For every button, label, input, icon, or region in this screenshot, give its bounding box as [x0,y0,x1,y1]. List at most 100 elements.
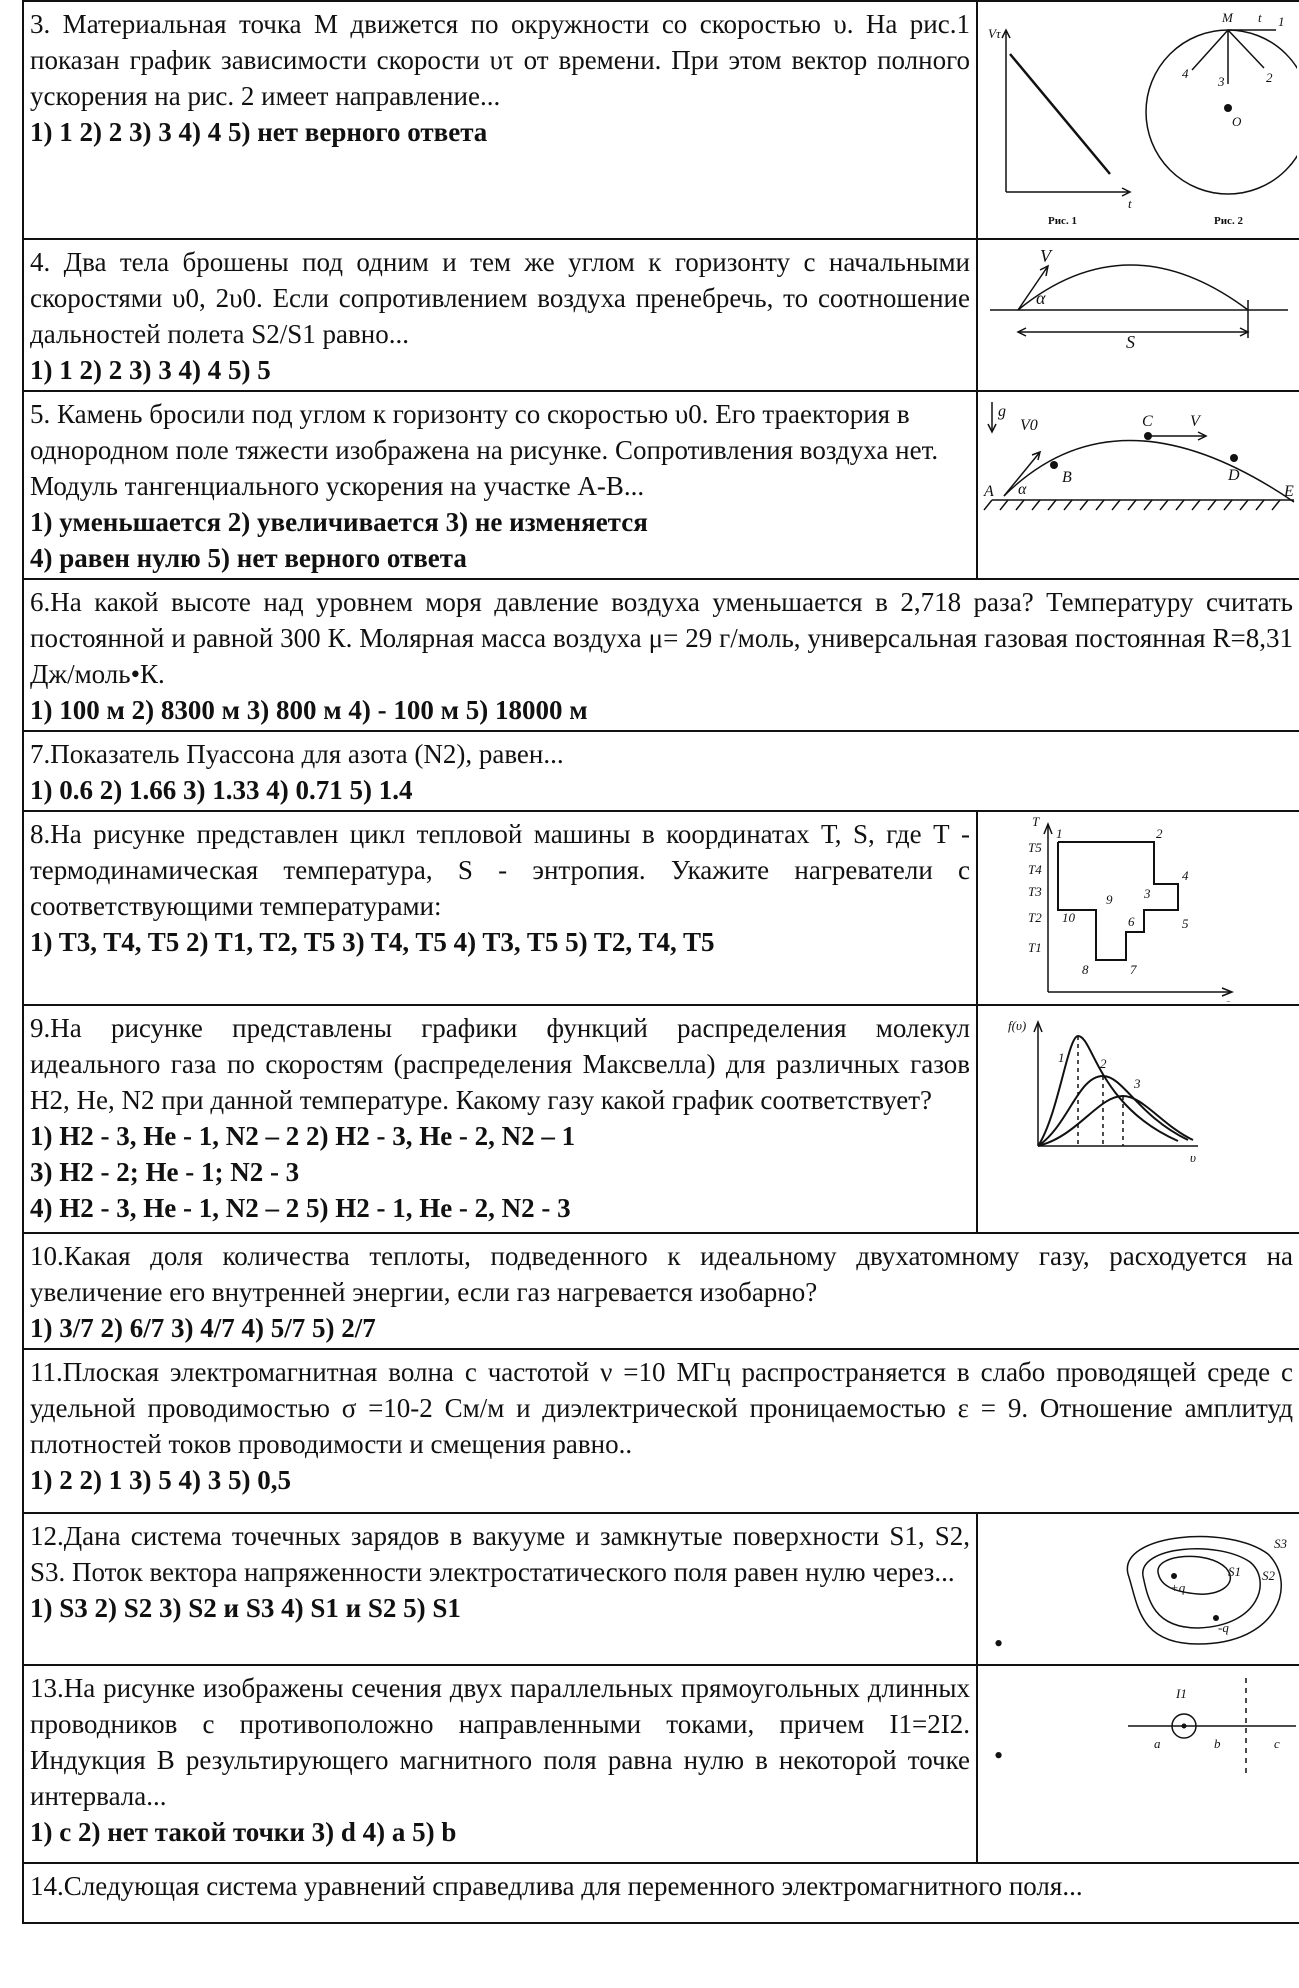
fig5-point-d: D [1227,467,1240,484]
fig8-tick-t4: T4 [1028,862,1042,877]
question-14-row: 14.Следующая система уравнений справедли… [22,1862,1299,1924]
question-4-answers: 1) 1 2) 2 3) 3 4) 4 5) 5 [30,355,271,385]
question-12-answers: 1) S3 2) S2 3) S2 и S3 4) S1 и S2 5) S1 [30,1593,461,1623]
question-10-text: 10.Какая доля количества теплоты, подвед… [30,1241,1293,1307]
question-8-figure: T S T5 T4 T3 T2 T1 1 2 3 4 5 6 7 8 9 10 [976,810,1299,1006]
fig8-tick-t1: T1 [1028,940,1042,955]
fig2-dir-4: 4 [1182,66,1189,81]
question-9-figure: f(υ) υ 1 2 3 [976,1004,1299,1234]
center-dot [1224,104,1232,112]
fig8-point-8: 8 [1082,962,1089,977]
question-14-cell: 14.Следующая система уравнений справедли… [22,1862,1299,1924]
question-6-answers: 1) 100 м 2) 8300 м 3) 800 м 4) - 100 м 5… [30,695,588,725]
question-9-answers-1: 1) H2 - 3, He - 1, N2 – 2 2) H2 - 3, He … [30,1121,576,1151]
fig4-v-label: V [1040,246,1053,266]
fig5-point-c: C [1142,413,1153,430]
question-11-text: 11.Плоская электромагнитная волна с част… [30,1357,1293,1459]
question-8-text: 8.На рисунке представлен цикл тепловой м… [30,819,970,921]
question-9-text: 9.На рисунке представлены графики функци… [30,1013,970,1115]
fig12-s2: S2 [1262,1568,1276,1583]
fig8-point-5: 5 [1182,916,1189,931]
question-11-cell: 11.Плоская электромагнитная волна с част… [22,1348,1299,1514]
fig1-caption: Рис. 1 [1048,215,1077,227]
fig2-center-o: O [1232,114,1242,129]
fig5-v0-label: V0 [1020,417,1038,434]
fig4-angle: α [1036,288,1046,308]
velocity-and-circle-figure: Vτ t M t O 1 2 3 4 Рис. 1 Рис. 2 [988,10,1297,227]
list-bullet: • [994,1741,1004,1770]
question-5-row: 5. Камень бросили под углом к горизонту … [22,390,1299,580]
question-4-text: 4. Два тела брошены под одним и тем же у… [30,247,970,349]
fig5-point-b: B [1062,469,1072,486]
fig13-a: a [1154,1736,1161,1751]
question-9-row: 9.На рисунке представлены графики функци… [22,1004,1299,1234]
question-4-figure: V α S [976,238,1299,392]
question-4-cell: 4. Два тела брошены под одним и тем же у… [22,238,978,392]
fig8-tick-t5: T5 [1028,840,1042,855]
fig12-plus-q: +q [1170,1580,1186,1595]
fig2-caption: Рис. 2 [1214,215,1243,227]
fig8-point-4: 4 [1182,868,1189,883]
list-bullet: • [994,1629,1004,1658]
question-4-row: 4. Два тела брошены под одним и тем же у… [22,238,1299,392]
fig8-point-6: 6 [1128,914,1135,929]
question-11-row: 11.Плоская электромагнитная волна с част… [22,1348,1299,1514]
question-7-row: 7.Показатель Пуассона для азота (N2), ра… [22,730,1299,812]
fig5-g-label: g [998,403,1006,420]
question-12-figure: • S3 S1 S2 +q -q [976,1512,1299,1666]
fig8-t-axis: T [1032,814,1040,829]
fig12-s3: S3 [1274,1536,1288,1551]
fig8-point-1: 1 [1056,826,1063,841]
fig5-point-e: E [1283,483,1294,500]
question-5-cell: 5. Камень бросили под углом к горизонту … [22,390,978,580]
question-9-answers-2: 3) H2 - 2; He - 1; N2 - 3 [30,1157,300,1187]
question-9-answers-3: 4) H2 - 3, He - 1, N2 – 2 5) H2 - 1, He … [30,1193,571,1223]
fig4-s-label: S [1126,332,1135,352]
fig13-c: c [1274,1736,1280,1751]
question-8-row: 8.На рисунке представлен цикл тепловой м… [22,810,1299,1006]
fig8-point-3: 3 [1143,886,1151,901]
fig13-i1: I1 [1175,1686,1187,1701]
question-12-text: 12.Дана система точечных зарядов в вакуу… [30,1521,970,1587]
fig2-t-label: t [1258,10,1262,25]
test-sheet: 3. Материальная точка М движется по окру… [22,0,1299,1924]
question-3-cell: 3. Материальная точка М движется по окру… [22,0,978,240]
fig13-b: b [1214,1736,1221,1751]
fig12-minus-q: -q [1218,1620,1229,1635]
fig2-point-m: M [1221,10,1234,25]
question-12-cell: 12.Дана система точечных зарядов в вакуу… [22,1512,978,1666]
question-11-answers: 1) 2 2) 1 3) 5 4) 3 5) 0,5 [30,1465,291,1495]
question-5-answers-1: 1) уменьшается 2) увеличивается 3) не из… [30,507,648,537]
question-12-row: 12.Дана система точечных зарядов в вакуу… [22,1512,1299,1666]
question-14-text: 14.Следующая система уравнений справедли… [30,1871,1083,1901]
question-8-cell: 8.На рисунке представлен цикл тепловой м… [22,810,978,1006]
fig8-s-axis: S [1224,998,1231,1002]
fig8-point-7: 7 [1130,962,1137,977]
fig8-point-10: 10 [1062,910,1076,925]
question-13-text: 13.На рисунке изображены сечения двух па… [30,1673,970,1811]
question-5-text: 5. Камень бросили под углом к горизонту … [30,399,939,501]
question-10-cell: 10.Какая доля количества теплоты, подвед… [22,1232,1299,1350]
question-3-figure: Vτ t M t O 1 2 3 4 Рис. 1 Рис. 2 [976,0,1299,240]
question-13-answers: 1) с 2) нет такой точки 3) d 4) a 5) b [30,1817,457,1847]
question-13-figure: • I1 a b c [976,1664,1299,1864]
fig9-curve-1: 1 [1058,1050,1065,1065]
parallel-currents-figure: I1 a b c [1128,1678,1296,1776]
stone-trajectory-figure: g V0 V A B C D E α [983,402,1295,511]
question-7-answers: 1) 0.6 2) 1.66 3) 1.33 4) 0.71 5) 1.4 [30,775,413,805]
question-6-row: 6.На какой высоте над уровнем моря давле… [22,578,1299,732]
question-7-cell: 7.Показатель Пуассона для азота (N2), ра… [22,730,1299,812]
fig5-angle: α [1018,481,1027,498]
projectile-range-figure: V α S [990,246,1288,352]
ts-cycle-figure: T S T5 T4 T3 T2 T1 1 2 3 4 5 6 7 8 9 10 [1028,814,1235,1002]
fig9-curve-2: 2 [1100,1056,1107,1071]
question-3-answers: 1) 1 2) 2 3) 3 4) 4 5) нет верного ответ… [30,117,488,147]
gauss-surfaces-figure: S3 S1 S2 +q -q [1126,1535,1288,1645]
fig8-point-9: 9 [1106,892,1113,907]
question-7-text: 7.Показатель Пуассона для азота (N2), ра… [30,739,564,769]
question-5-answers-2: 4) равен нулю 5) нет верного ответа [30,543,467,573]
fig5-point-a: A [983,483,994,500]
fig12-s1: S1 [1228,1564,1241,1579]
fig8-tick-t2: T2 [1028,910,1042,925]
question-5-figure: g V0 V A B C D E α [976,390,1299,580]
